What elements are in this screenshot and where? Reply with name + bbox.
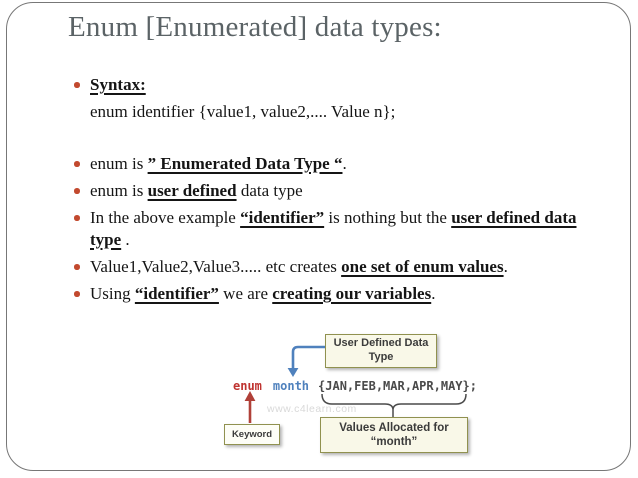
bullet-list: Syntax: enum identifier {value1, value2,.… — [68, 73, 628, 309]
text-segment: Using — [90, 284, 135, 303]
user-defined-data-type-label: User Defined Data Type — [333, 337, 429, 363]
enum-keyword-token: enum — [233, 379, 262, 393]
text-segment: . — [121, 230, 130, 249]
bullet-row: Syntax: — [68, 73, 628, 96]
emphasized-text-segment: creating our variables — [272, 284, 432, 303]
text-segment: In the above example — [90, 208, 241, 227]
keyword-label: Keyword — [231, 428, 273, 440]
bullet-dot-icon — [74, 264, 80, 270]
bullet-dot-icon — [74, 82, 80, 88]
text-segment: Value1,Value2,Value3..... etc creates — [90, 257, 342, 276]
text-segment: is nothing but the — [324, 208, 452, 227]
month-identifier-token: month — [272, 379, 310, 393]
emphasized-text-segment: one set of enum values — [341, 257, 504, 276]
bullet-row: In the above example “identifier” is not… — [68, 206, 628, 229]
bullet-dot-icon — [74, 188, 80, 194]
enum-values-token: {JAN,FEB,MAR,APR,MAY}; — [318, 379, 477, 393]
emphasized-text-segment: user defined data — [451, 208, 577, 227]
values-allocated-label: Values Allocated for “month” — [339, 421, 449, 448]
bullet-row: Value1,Value2,Value3..... etc creates on… — [68, 255, 628, 278]
text-segment: enum is — [90, 181, 148, 200]
text-segment: enum identifier {value1, value2,.... Val… — [90, 102, 396, 121]
values-allocated-label-box: Values Allocated for “month” — [320, 417, 468, 453]
enum-code-line: enum month {JAN,FEB,MAR,APR,MAY}; — [233, 379, 477, 393]
emphasized-text-segment: ” Enumerated Data Type “ — [147, 154, 343, 173]
user-defined-data-type-label-box: User Defined Data Type — [325, 334, 437, 368]
emphasized-text-segment: Syntax: — [90, 75, 146, 94]
text-segment: data type — [236, 181, 303, 200]
emphasized-text-segment: user defined — [147, 181, 237, 200]
bullet-row: enum is user defined data type — [68, 179, 628, 202]
slide-title: Enum [Enumerated] data types: — [68, 11, 442, 43]
text-segment: . — [503, 257, 508, 276]
bullet-row: Using “identifier” we are creating our v… — [68, 282, 628, 305]
text-row: type . — [68, 228, 628, 251]
red-up-arrow-icon — [244, 391, 256, 423]
emphasized-text-segment: “identifier” — [134, 284, 219, 303]
bullet-dot-icon — [74, 291, 80, 297]
bullet-row: enum is ” Enumerated Data Type “. — [68, 152, 628, 175]
bullet-dot-icon — [74, 215, 80, 221]
bullet-dot-icon — [74, 161, 80, 167]
watermark-text: www.c4learn.com — [267, 403, 357, 415]
keyword-label-box: Keyword — [224, 424, 280, 445]
text-segment: . — [431, 284, 436, 303]
emphasized-text-segment: “identifier” — [240, 208, 325, 227]
emphasized-text-segment: type — [90, 230, 122, 249]
text-row: enum identifier {value1, value2,.... Val… — [68, 100, 628, 123]
text-segment: we are — [218, 284, 273, 303]
text-segment: enum is — [90, 154, 148, 173]
text-segment: . — [342, 154, 347, 173]
blue-elbow-arrow-icon — [287, 345, 325, 377]
